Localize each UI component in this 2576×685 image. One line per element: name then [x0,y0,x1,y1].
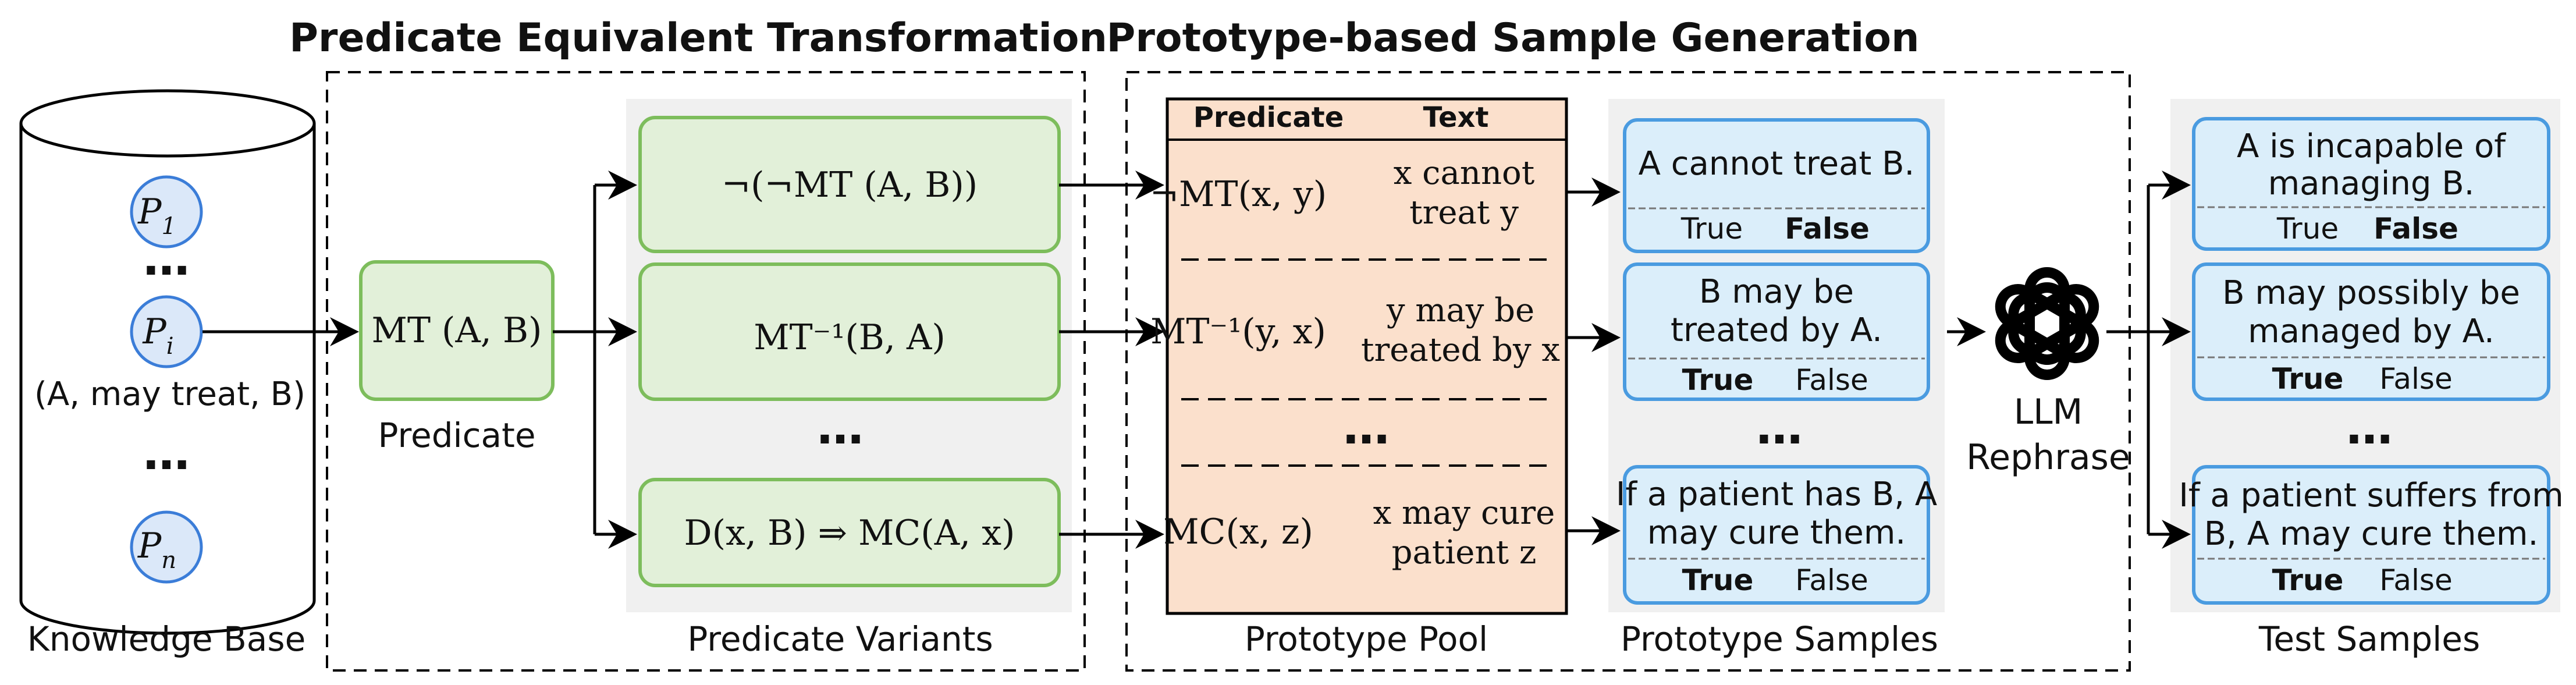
svg-text:False: False [1785,212,1870,246]
variant-to-pool-arrows [1059,171,1164,549]
svg-text:False: False [1795,363,1868,397]
svg-text:False: False [1795,563,1868,597]
pool-caption: Prototype Pool [1245,619,1488,659]
svg-text:True: True [2272,563,2344,597]
kb-node-p1: P1 [130,175,203,249]
pool-row2-text-line1: y may be [1386,292,1534,329]
llm-branch-connectors [2106,171,2191,549]
pool-row2-predicate: MT⁻¹(y, x) [1150,311,1326,352]
pool-ellipsis: … [1343,400,1390,455]
variant-text-inverse: MT⁻¹(B, A) [754,317,946,358]
predicate-text: MT (A, B) [372,310,542,351]
pool-row1-text-line1: x cannot [1394,154,1535,192]
kb-triple: (A, may treat, B) [34,375,305,413]
svg-text:If a patient has B, A: If a patient has B, A [1616,475,1937,513]
variant-text-double-negation: ¬(¬MT (A, B)) [722,165,978,205]
svg-text:True: True [1682,363,1754,397]
pool-row3-text-line1: x may cure [1373,494,1555,532]
llm-label-line2: Rephrase [1966,437,2130,478]
test-sample-1: A is incapable of managing B. True False [2192,117,2550,251]
pool-header-predicate: Predicate [1193,101,1344,134]
samples-ellipsis: … [1756,400,1803,455]
test-sample-2: B may possibly be managed by A. True Fal… [2192,262,2550,401]
svg-text:B may be: B may be [1699,273,1854,311]
kb-node-pi: Pi [130,295,203,368]
pool-row2-text-line2: treated by x [1361,331,1560,369]
prototype-sample-3: If a patient has B, A may cure them. Tru… [1616,465,1937,605]
prototype-sample-2: B may be treated by A. True False [1623,262,1930,401]
pool-header-text: Text [1423,101,1489,134]
svg-text:False: False [2374,212,2458,246]
psg-section-frame [1125,71,2131,672]
svg-text:B may possibly be: B may possibly be [2222,274,2520,312]
svg-text:If a patient suffers from: If a patient suffers from [2179,477,2563,514]
variants-caption: Predicate Variants [687,619,993,659]
psg-section-title: Prototype-based Sample Generation [1107,15,1920,61]
knowledge-base-cylinder [19,89,316,635]
kb-caption: Knowledge Base [27,619,306,659]
variants-ellipsis: … [817,400,864,455]
test-samples-ellipsis: … [2346,400,2393,455]
svg-text:False: False [2379,563,2453,597]
svg-text:treated by A.: treated by A. [1671,311,1882,349]
svg-text:True: True [2276,212,2339,246]
pool-row3-text-line2: patient z [1392,534,1537,572]
pool-row1-predicate: ¬MT(x, y) [1150,174,1327,215]
variant-text-implication: D(x, B) ⇒ MC(A, x) [684,513,1015,553]
svg-text:True: True [2272,362,2344,396]
samples-caption: Prototype Samples [1621,619,1938,659]
pool-to-samples-arrows [1566,178,1621,545]
svg-text:managing B.: managing B. [2268,165,2475,203]
svg-text:managed by A.: managed by A. [2248,313,2495,350]
pool-row3-predicate: MC(x, z) [1163,512,1313,552]
svg-text:A is incapable of: A is incapable of [2237,127,2506,165]
kb-node-pn: Pn [130,510,203,584]
variant-box-implication [638,478,1061,587]
svg-text:True: True [1680,212,1743,246]
svg-text:False: False [2379,362,2453,396]
llm-label-line1: LLM [2014,392,2083,432]
svg-text:P1: P1 [137,191,176,240]
pool-row1-text-line2: treat y [1409,194,1519,232]
test-samples-caption: Test Samples [2258,619,2480,659]
openai-logo-icon [1995,267,2099,380]
kb-ellipsis-bottom: … [143,426,190,480]
svg-text:Pn: Pn [137,526,176,574]
svg-text:True: True [1682,563,1754,597]
pet-section-frame [326,71,1086,672]
svg-text:A cannot treat B.: A cannot treat B. [1639,145,1915,183]
predicate-caption: Predicate [378,416,536,455]
test-sample-3: If a patient suffers from B, A may cure … [2179,465,2564,605]
svg-text:Pi: Pi [142,311,173,360]
prototype-sample-1: A cannot treat B. True False [1623,118,1930,253]
predicate-branch-connectors [553,171,637,549]
prototype-pool-table [1166,97,1568,615]
pet-section-title: Predicate Equivalent Transformation [289,15,1107,61]
svg-text:may cure them.: may cure them. [1647,514,1906,552]
kb-ellipsis-top: … [143,232,190,286]
svg-text:B, A may cure them.: B, A may cure them. [2204,515,2539,553]
